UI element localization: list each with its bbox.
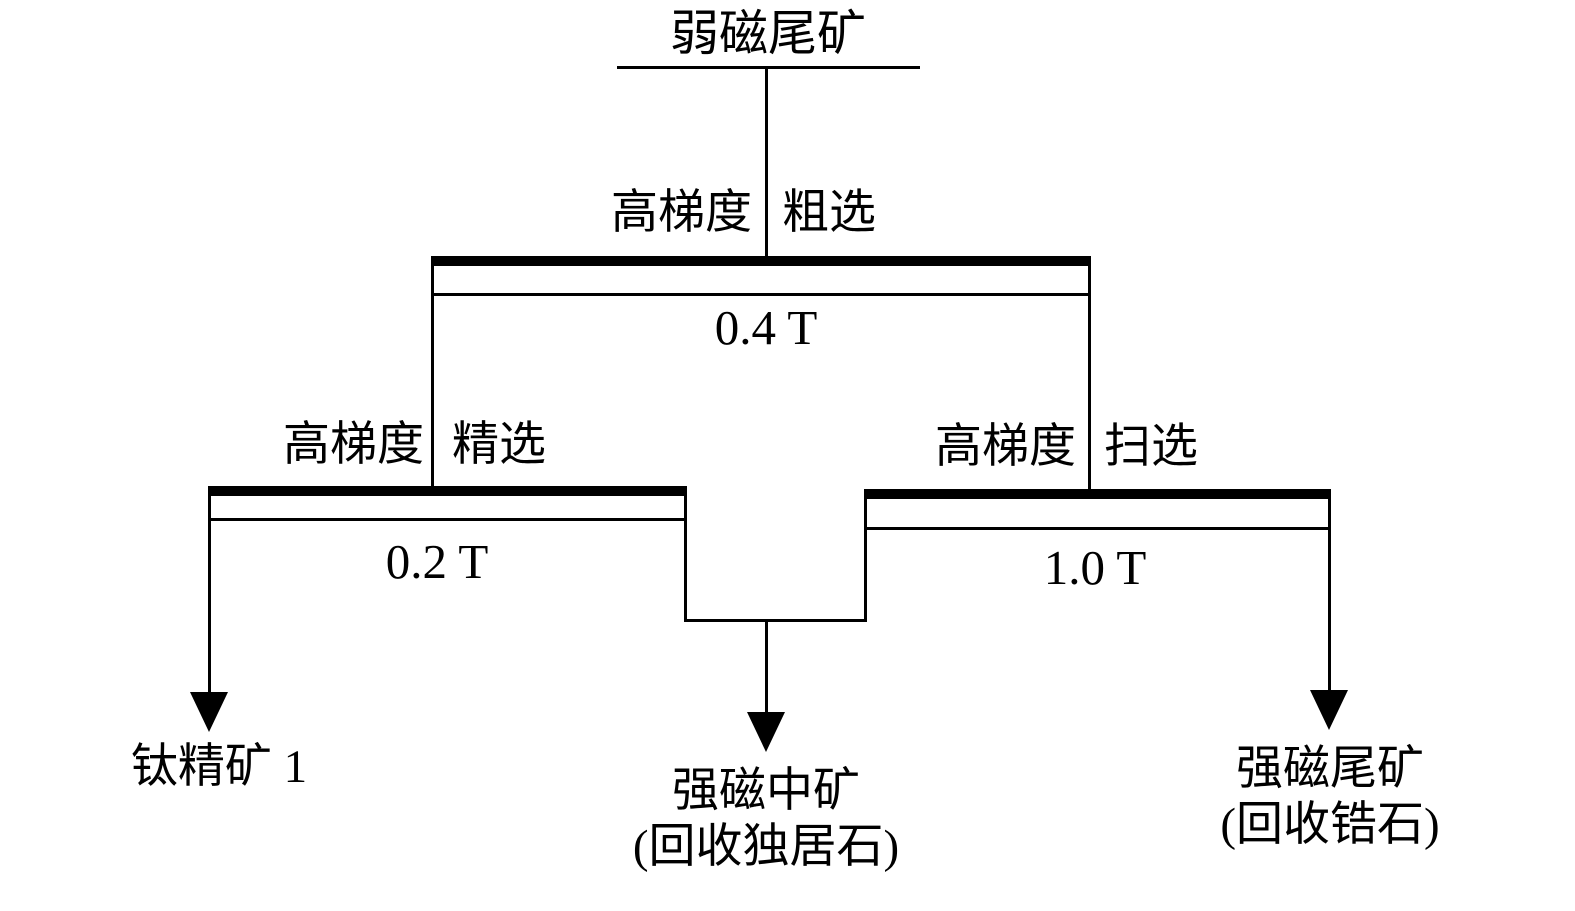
tailings-arrow-icon — [1310, 690, 1348, 730]
cleaner-nonmagnetic-stream-line — [684, 486, 687, 622]
cleaner-field-label: 0.2 T — [385, 534, 489, 589]
output-middlings-note: (回收独居石) — [632, 821, 900, 873]
scavenger-separator-underline — [864, 527, 1331, 530]
rougher-separator-bar — [431, 256, 1091, 266]
cleaner-separator-underline — [209, 518, 686, 521]
scavenger-magnetic-stream-line — [864, 489, 867, 622]
scavenger-stage-label: 扫选 — [1104, 421, 1198, 473]
feed-label: 弱磁尾矿 — [669, 6, 866, 61]
output-concentrate-label: 钛精矿 1 — [130, 741, 308, 793]
cleaner-stage-label: 精选 — [452, 419, 546, 471]
feed-underline — [617, 66, 920, 69]
middlings-stream-line — [765, 619, 768, 714]
scavenger-machine-label: 高梯度 — [935, 421, 1076, 473]
scavenger-separator-bar — [864, 489, 1331, 499]
middlings-junction-line — [684, 619, 867, 622]
rougher-field-label: 0.4 T — [714, 300, 818, 355]
cleaner-separator-bar — [209, 486, 686, 496]
rougher-nonmagnetic-stream-line — [1088, 256, 1091, 492]
rougher-stage-label: 粗选 — [782, 187, 876, 239]
rougher-separator-underline — [431, 293, 1091, 296]
middlings-arrow-icon — [747, 712, 785, 752]
rougher-machine-label: 高梯度 — [611, 187, 752, 239]
output-tailings-note: (回收锆石) — [1220, 799, 1440, 851]
scavenger-nonmagnetic-stream-line — [1328, 489, 1331, 692]
cleaner-magnetic-stream-line — [208, 486, 211, 694]
feed-stream-line — [765, 66, 768, 258]
rougher-magnetic-stream-line — [431, 256, 434, 488]
output-tailings-label: 强磁尾矿 — [1236, 743, 1424, 795]
concentrate-arrow-icon — [190, 692, 228, 732]
output-middlings-label: 强磁中矿 — [672, 765, 860, 817]
scavenger-field-label: 1.0 T — [1043, 540, 1147, 595]
cleaner-machine-label: 高梯度 — [283, 419, 424, 471]
